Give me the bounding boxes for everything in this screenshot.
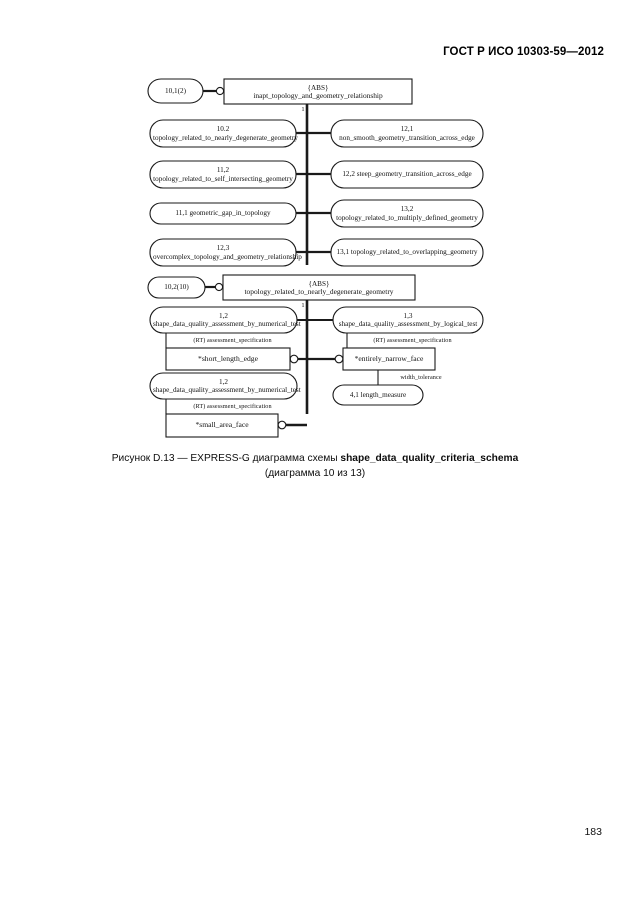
attribute-short-length-edge[interactable]: *short_length_edge <box>198 353 258 363</box>
attribute-small-area-face[interactable]: *small_area_face <box>195 420 249 430</box>
subtype-topology-related-to-nearly-degenerate-geometry[interactable]: 10.2 topology_related_to_nearly_degenera… <box>153 125 298 142</box>
entity-inapt-topology-and-geometry-relationship[interactable]: {ABS} inapt_topology_and_geometry_relati… <box>224 80 412 104</box>
attribute-label-assessment-specification-left-top: (RT) assessment_specification <box>193 337 272 345</box>
subtype-topology-related-to-self-intersecting-geometry[interactable]: 11,2 topology_related_to_self_intersecti… <box>153 166 293 183</box>
page-reference-oval-10-2-10[interactable]: 10,2(10) <box>164 283 189 292</box>
caption-schema-name: shape_data_quality_criteria_schema <box>340 453 519 464</box>
abs-marker: {ABS} <box>307 83 329 92</box>
subtype-topology-related-to-overlapping-geometry[interactable]: 13,1 topology_related_to_overlapping_geo… <box>336 248 478 257</box>
attribute-entirely-narrow-face[interactable]: *entirely_narrow_face <box>354 353 424 363</box>
diagram-vector-layer <box>147 78 484 438</box>
express-g-diagram: 10,1(2) {ABS} inapt_topology_and_geometr… <box>147 78 484 438</box>
attribute-label-assessment-specification-right-top: (RT) assessment_specification <box>373 337 452 345</box>
page-reference-oval-10-1-2[interactable]: 10,1(2) <box>165 86 186 95</box>
caption-prefix: Рисунок D.13 — EXPRESS-G диаграмма схемы <box>111 453 341 464</box>
supertype-cardinality-label-2: 1 <box>301 302 305 310</box>
subtype-overcomplex-topology-and-geometry-relationship[interactable]: 12,3 overcomplex_topology_and_geometry_r… <box>153 244 302 261</box>
figure-caption: Рисунок D.13 — EXPRESS-G диаграмма схемы… <box>0 452 630 482</box>
subtype-geometric-gap-in-topology[interactable]: 11,1 geometric_gap_in_topology <box>175 209 271 218</box>
document-header: ГОСТ Р ИСО 10303-59—2012 <box>443 46 604 58</box>
subtype-shape-data-quality-assessment-by-numerical-test-bottom[interactable]: 1,2 shape_data_quality_assessment_by_num… <box>153 377 301 394</box>
entity-topology-related-to-nearly-degenerate-geometry[interactable]: {ABS} topology_related_to_nearly_degener… <box>223 276 415 300</box>
subtype-shape-data-quality-assessment-by-numerical-test-top[interactable]: 1,2 shape_data_quality_assessment_by_num… <box>153 311 301 328</box>
subtype-shape-data-quality-assessment-by-logical-test[interactable]: 1,3 shape_data_quality_assessment_by_log… <box>338 311 478 328</box>
entity-name: topology_related_to_nearly_degenerate_ge… <box>244 286 394 296</box>
entity-name: inapt_topology_and_geometry_relationship <box>253 90 383 100</box>
attribute-label-width-tolerance: width_tolerance <box>400 374 442 382</box>
page-number: 183 <box>584 826 602 838</box>
subtype-non-smooth-geometry-transition-across-edge[interactable]: 12,1 non_smooth_geometry_transition_acro… <box>339 125 475 142</box>
type-length-measure[interactable]: 4,1 length_measure <box>349 390 407 399</box>
subtype-topology-related-to-multiply-defined-geometry[interactable]: 13,2 topology_related_to_multiply_define… <box>336 205 478 222</box>
subtype-steep-geometry-transition-across-edge[interactable]: 12,2 steep_geometry_transition_across_ed… <box>342 170 472 179</box>
caption-line2: (диаграмма 10 из 13) <box>264 467 366 479</box>
abs-marker: {ABS} <box>308 279 330 288</box>
supertype-cardinality-label: 1 <box>301 106 305 114</box>
attribute-label-assessment-specification-left-bottom: (RT) assessment_specification <box>193 403 272 411</box>
